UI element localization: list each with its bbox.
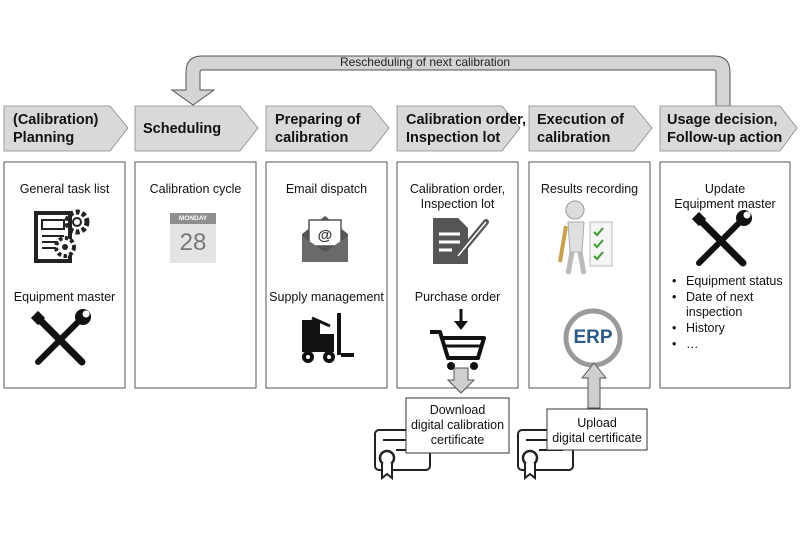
phase-title-line: calibration <box>275 130 349 146</box>
update-equipment-master-label: Update Equipment master <box>660 182 790 212</box>
phase-title-usage: Usage decision, Follow-up action <box>667 111 782 147</box>
label-line: Equipment master <box>674 197 776 211</box>
phase-chevrons <box>3 105 798 152</box>
calendar-date: 28 <box>170 224 216 263</box>
rescheduling-label: Rescheduling of next calibration <box>339 55 511 69</box>
label-line: Inspection lot <box>420 197 495 211</box>
certificate-icon-upload <box>517 429 574 481</box>
phase-title-order: Calibration order, Inspection lot <box>406 111 526 147</box>
phase-title-line: (Calibration) <box>13 112 99 128</box>
chevron-order <box>396 105 521 152</box>
tools-icon-planning <box>30 309 91 366</box>
label-line: Calibration order, <box>409 182 506 196</box>
phase-title-line: calibration <box>537 130 611 146</box>
label-line: Upload <box>577 416 617 430</box>
calibration-cycle-label: Calibration cycle <box>149 182 242 196</box>
chevron-preparing <box>265 105 390 152</box>
box-planning <box>3 161 126 389</box>
download-arrow <box>446 367 476 394</box>
label-line: certificate <box>430 433 485 447</box>
phase-title-execution: Execution of calibration <box>537 111 624 147</box>
person-checklist-icon <box>558 200 613 275</box>
list-item-text: Date of next inspection <box>686 290 754 319</box>
download-box <box>405 397 510 454</box>
tools-icon-usage <box>691 210 752 267</box>
supply-management-label: Supply management <box>269 290 384 304</box>
phase-title-preparing: Preparing of calibration <box>275 111 360 147</box>
calendar-day: MONDAY <box>170 213 216 224</box>
rescheduling-arrow <box>170 55 731 107</box>
forklift-icon <box>302 313 354 363</box>
task-list-gear-icon <box>34 209 90 263</box>
shopping-cart-icon <box>430 309 486 370</box>
phase-title-scheduling: Scheduling <box>143 120 221 138</box>
general-task-list-label: General task list <box>19 182 110 196</box>
chevron-scheduling <box>134 105 259 152</box>
phase-title-line: Follow-up action <box>667 130 783 146</box>
email-dispatch-label: Email dispatch <box>285 182 368 196</box>
download-certificate-label: Download digital calibration certificate <box>406 403 509 448</box>
equipment-update-list: Equipment status Date of next inspection… <box>668 274 802 352</box>
upload-box <box>546 408 648 451</box>
label-line: digital certificate <box>552 431 642 445</box>
phase-title-planning: (Calibration) Planning <box>13 111 98 147</box>
box-order <box>396 161 519 389</box>
phase-title-line: Usage decision, <box>667 112 778 128</box>
list-item: History <box>672 321 802 336</box>
phase-title-line: Preparing of <box>275 112 361 128</box>
calibration-order-label: Calibration order, Inspection lot <box>397 182 518 212</box>
upload-certificate-label: Upload digital certificate <box>547 416 647 446</box>
phase-title-line: Execution of <box>537 112 625 128</box>
phase-title-line: Planning <box>13 130 75 146</box>
chevron-execution <box>528 105 653 152</box>
list-item: Equipment status <box>672 274 802 289</box>
results-recording-label: Results recording <box>540 182 639 196</box>
svg-text:@: @ <box>318 227 333 244</box>
label-line: Download <box>429 403 486 417</box>
chevron-usage <box>659 105 798 152</box>
equipment-master-label: Equipment master <box>13 290 116 304</box>
erp-label: ERP <box>573 327 613 348</box>
box-scheduling <box>134 161 257 389</box>
document-pen-icon <box>433 218 489 264</box>
phase-title-line: Calibration order, <box>406 112 527 128</box>
calendar-icon: MONDAY 28 <box>170 213 216 263</box>
label-line: Update <box>704 182 746 196</box>
chevron-planning <box>3 105 129 152</box>
list-item: Date of next inspection <box>672 290 802 320</box>
list-item: … <box>672 337 802 352</box>
phase-title-line: Scheduling <box>143 121 222 137</box>
label-line: digital calibration <box>410 418 505 432</box>
upload-arrow <box>580 362 608 409</box>
email-icon: @ <box>302 216 348 262</box>
purchase-order-label: Purchase order <box>414 290 501 304</box>
phase-title-line: Inspection lot <box>406 130 501 146</box>
